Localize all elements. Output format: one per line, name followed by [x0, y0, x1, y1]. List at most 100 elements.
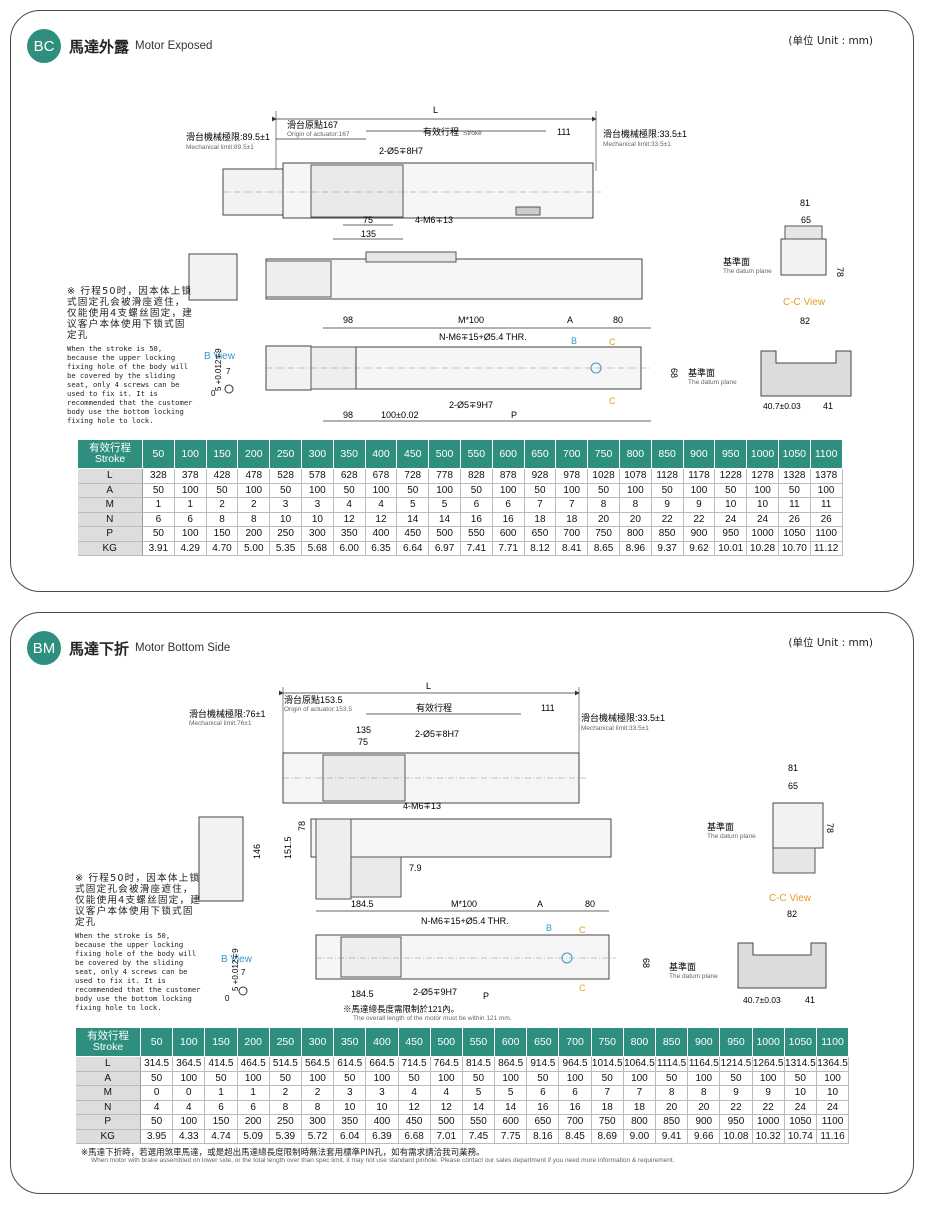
table-cell: 5	[428, 497, 461, 513]
table-cell: 200	[237, 526, 271, 542]
table-cell: 1228	[714, 468, 748, 484]
nm6-callout: N-M6∓15+Ø5.4 THR.	[439, 332, 527, 342]
table-cell: 6.04	[333, 1129, 367, 1144]
table-cell: 24	[714, 512, 748, 527]
row-label: KG	[75, 1129, 141, 1144]
cc-datum-en: The datum plane	[688, 379, 737, 386]
table-cell: 450	[396, 526, 430, 542]
table-cell: 50	[778, 483, 811, 498]
dim-82: 82	[787, 909, 797, 919]
table-cell: 0	[140, 1085, 174, 1101]
table-cell: 100	[619, 483, 652, 498]
dim-81: 81	[788, 763, 798, 773]
table-cell: 50	[714, 483, 748, 498]
table-cell: 50	[269, 1071, 302, 1086]
table-cell: 8.96	[619, 541, 652, 556]
cc-view-label: C-C View	[783, 297, 826, 308]
table-cell: 6.68	[398, 1129, 431, 1144]
table-cell: 14	[494, 1100, 528, 1115]
row-label: P	[77, 526, 143, 542]
table-cell: 100	[687, 1071, 721, 1086]
row-label: L	[77, 468, 143, 484]
table-cell: 24	[816, 1100, 850, 1115]
section-header: BC 馬達外露 Motor Exposed	[27, 29, 212, 63]
table-cell: 100	[810, 483, 843, 498]
table-cell: 400	[365, 526, 398, 542]
table-cell: 100	[494, 1071, 528, 1086]
table-cell: 1214.5	[719, 1056, 753, 1072]
dim-68: 68	[641, 958, 651, 968]
table-cell: 6	[526, 1085, 560, 1101]
table-cell: 50	[142, 526, 175, 542]
table-cell: 22	[651, 512, 684, 527]
hole-callout-1: 2-Ø5∓8H7	[379, 146, 423, 156]
table-cell: 100	[174, 526, 207, 542]
dim-7-9: 7.9	[409, 863, 422, 873]
dim-78: 78	[825, 823, 835, 833]
dim-81: 81	[800, 198, 810, 208]
table-cell: 8.45	[558, 1129, 592, 1144]
table-cell: 100	[492, 483, 525, 498]
table-cell: 8	[687, 1085, 721, 1101]
table-cell: 8.12	[524, 541, 557, 556]
table-cell: 3.91	[142, 541, 175, 556]
stroke-header-cn: 有效行程	[87, 1030, 129, 1042]
stroke-column-header: 1100	[809, 439, 843, 469]
table-cell: 18	[623, 1100, 657, 1115]
table-cell: 550	[462, 1114, 496, 1130]
table-cell: 6.35	[365, 541, 398, 556]
row-label: M	[77, 497, 143, 513]
table-cell: 9	[651, 497, 684, 513]
table-cell: 4	[140, 1100, 174, 1115]
table-cell: 5	[494, 1085, 528, 1101]
table-cell: 18	[555, 512, 589, 527]
table-cell: 2	[237, 497, 271, 513]
stroke-column-header: 750	[587, 439, 620, 469]
mech-limit-right-en: Mechanical limit:33.5±1	[603, 141, 671, 148]
table-cell: 778	[428, 468, 461, 484]
table-cell: 8	[301, 1100, 335, 1115]
table-cell: 500	[428, 526, 461, 542]
table-cell: 8	[206, 512, 239, 527]
table-cell: 50	[719, 1071, 753, 1086]
table-cell: 10	[269, 512, 302, 527]
dim-75: 75	[358, 737, 368, 747]
stroke-column-header: 250	[268, 1027, 302, 1057]
nm6-callout: N-M6∓15+Ø5.4 THR.	[421, 916, 509, 926]
table-cell: 528	[269, 468, 302, 484]
dim-A: A	[567, 315, 573, 325]
table-cell: 200	[237, 1114, 270, 1130]
table-cell: 50	[524, 483, 557, 498]
table-cell: 10.70	[778, 541, 811, 556]
brake-footnote-cn: ※馬達下折時，若選用煞車馬達，或是超出馬達總長度限制時無法套用標準PIN孔，如有…	[81, 1148, 485, 1158]
table-cell: 850	[651, 526, 684, 542]
table-cell: 100	[237, 483, 271, 498]
table-cell: 2	[301, 1085, 335, 1101]
table-cell: 4.74	[204, 1129, 238, 1144]
table-cell: 100	[174, 483, 207, 498]
dim-L: L	[426, 681, 431, 691]
stroke-column-header: 650	[523, 439, 557, 469]
hole-callout-2: 2-Ø5∓9H7	[413, 987, 457, 997]
table-cell: 7	[623, 1085, 657, 1101]
hole-callout-2: 2-Ø5∓9H7	[449, 400, 493, 410]
table-cell: 150	[204, 1114, 238, 1130]
table-cell: 6.00	[333, 541, 366, 556]
table-cell: 6	[142, 512, 175, 527]
table-cell: 6	[492, 497, 525, 513]
datum-en: The datum plane	[723, 268, 772, 275]
table-cell: 100	[683, 483, 716, 498]
dim-65: 65	[788, 781, 798, 791]
table-cell: 10	[784, 1085, 817, 1101]
table-cell: 5.35	[269, 541, 302, 556]
table-cell: 1100	[810, 526, 843, 542]
technical-drawing-bm: L 滑台原點153.5 Origin of actuator:153.5 有效行…	[189, 681, 835, 1022]
mech-limit-right-cn: 滑台機械極限:33.5±1	[603, 128, 687, 139]
mech-limit-left-cn: 滑台機械極限:76±1	[189, 708, 265, 719]
table-cell: 50	[140, 1114, 174, 1130]
dim-40-7: 40.7±0.03	[763, 401, 801, 411]
table-cell: 9	[683, 497, 716, 513]
table-cell: 828	[460, 468, 493, 484]
table-cell: 100	[746, 483, 779, 498]
table-cell: 5.09	[237, 1129, 270, 1144]
